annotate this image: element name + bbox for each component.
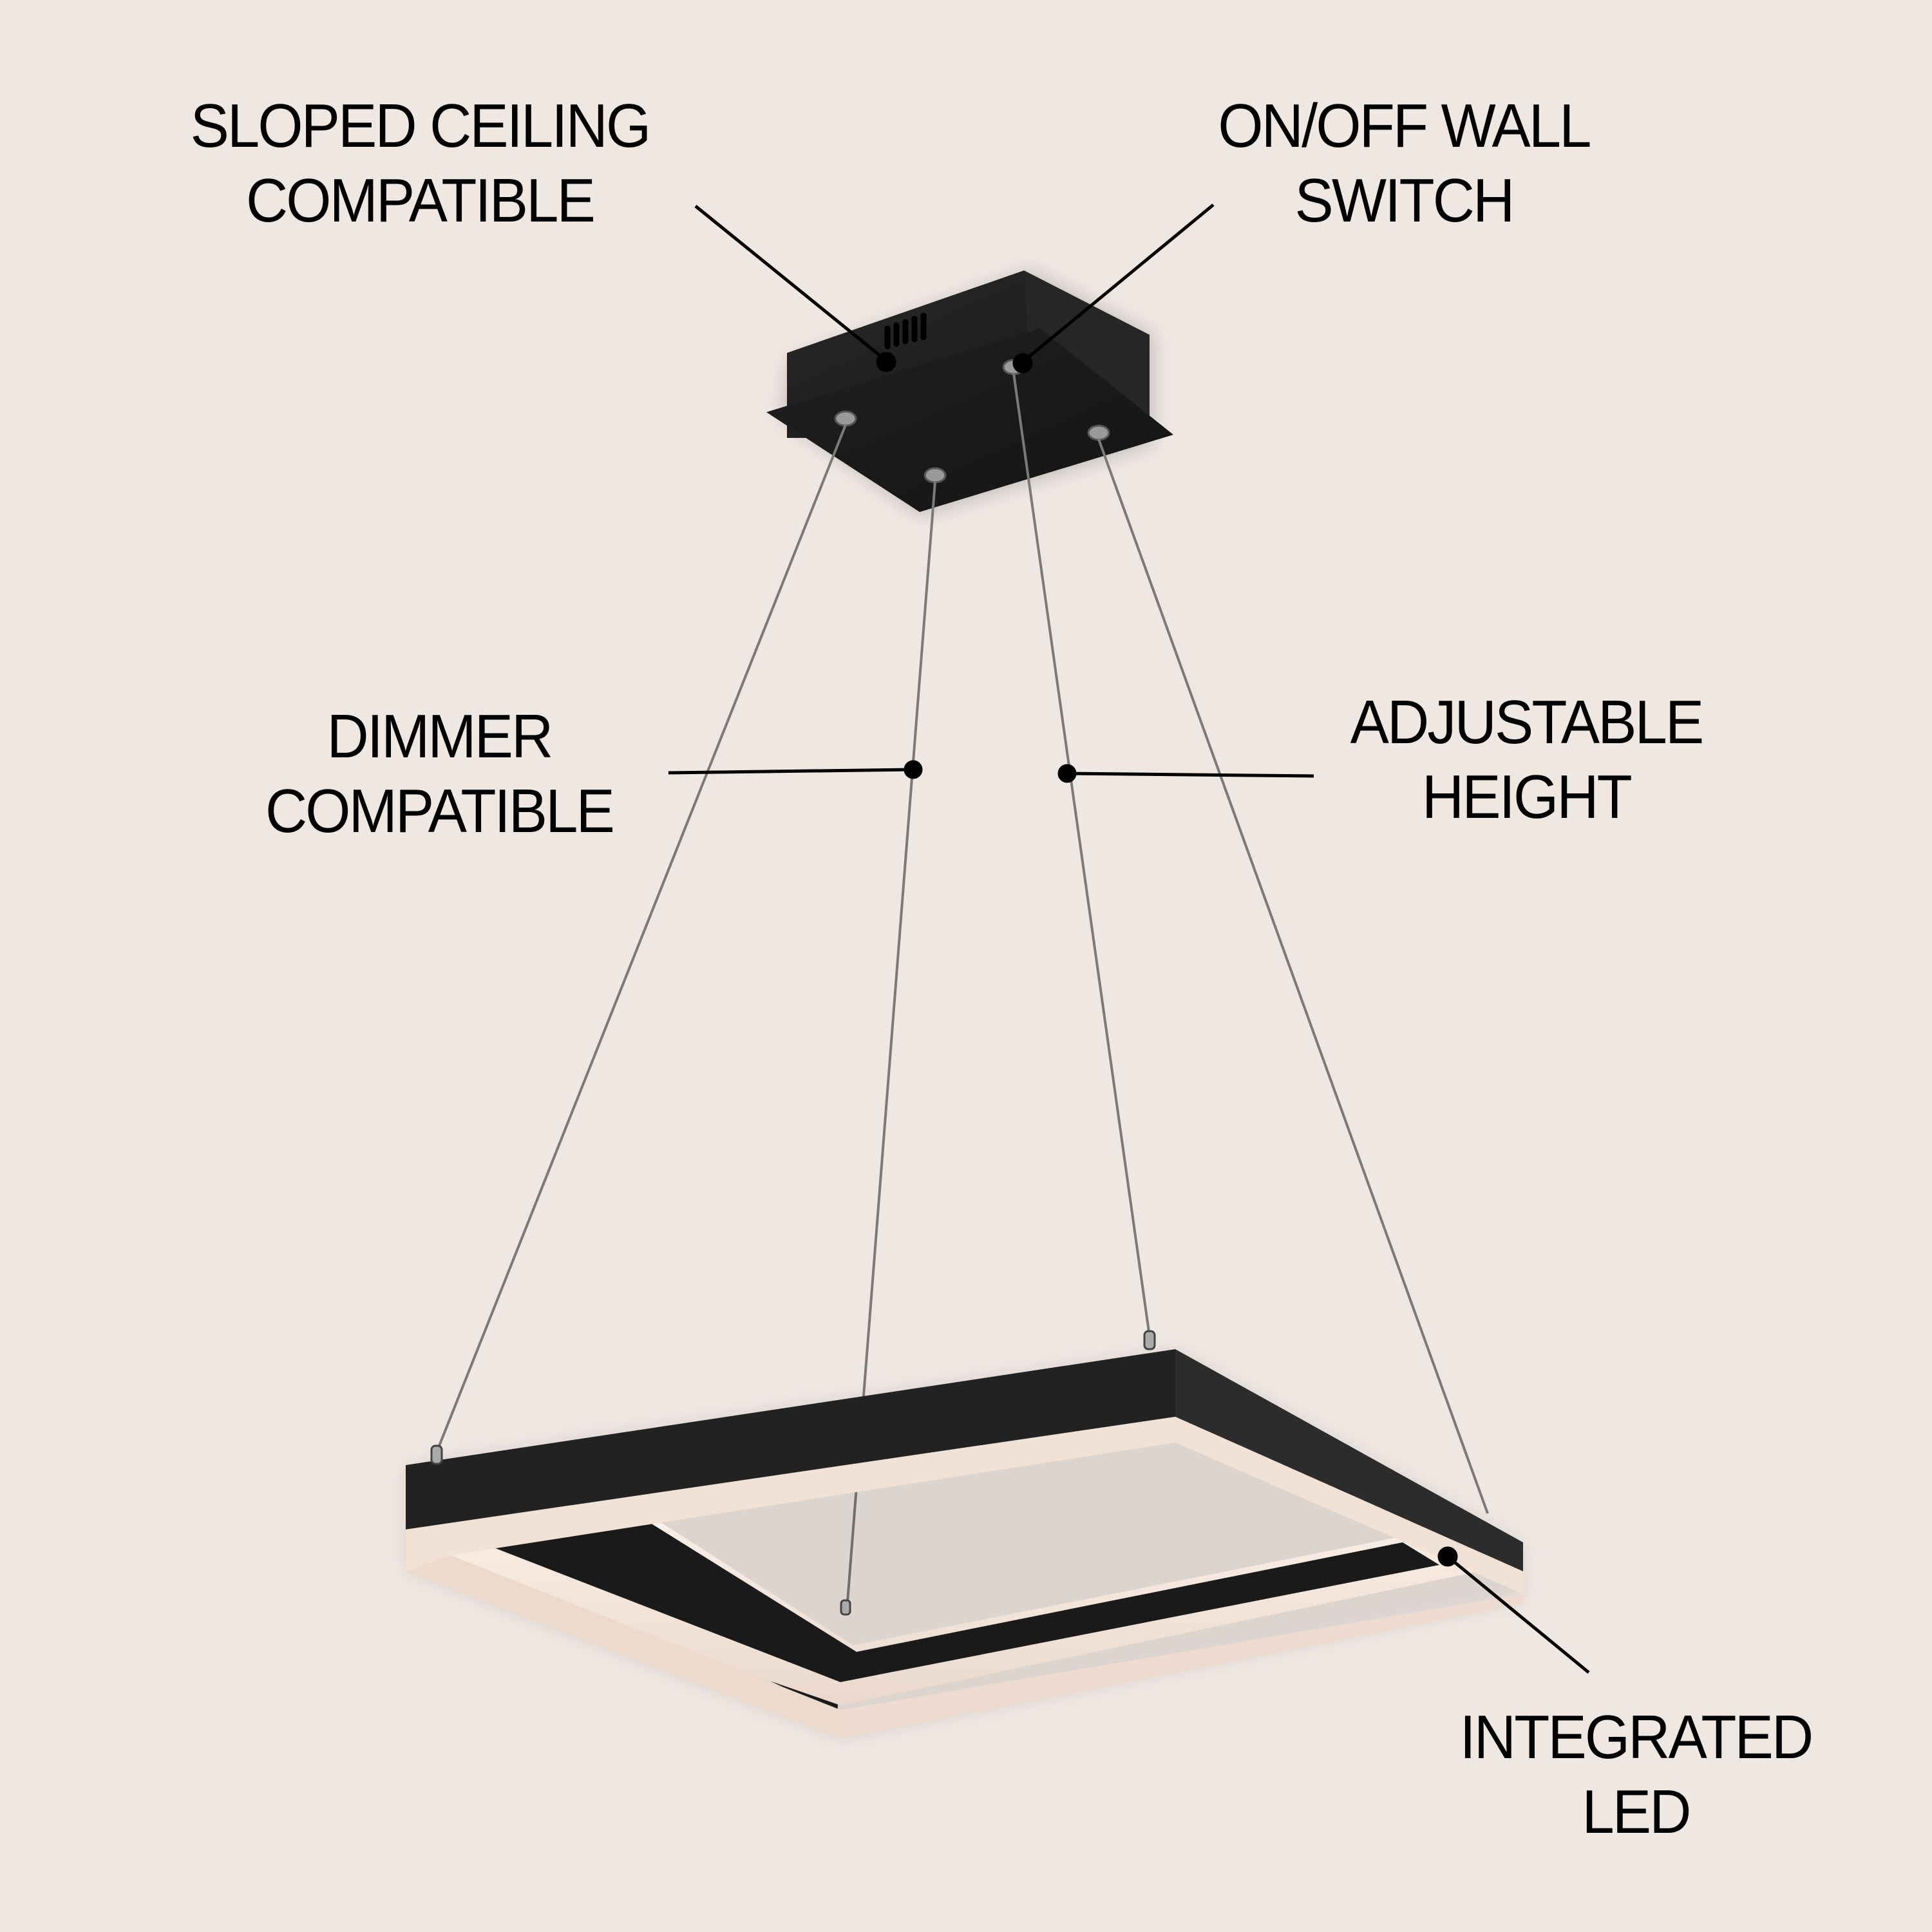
callout-dimmer-line1: DIMMER (327, 702, 553, 771)
callout-on-off-switch-line1: ON/OFF WALL (1218, 91, 1591, 160)
frame-hanger-clips (430, 1330, 1156, 1616)
callout-adjustable-height-line2: HEIGHT (1421, 762, 1633, 831)
callout-on-off-switch-line2: SWITCH (1294, 166, 1515, 235)
callout-adjustable-height: ADJUSTABLE HEIGHT (1339, 685, 1714, 835)
callout-sloped-ceiling-line2: COMPATIBLE (245, 166, 596, 235)
callout-dimmer: DIMMER COMPATIBLE (252, 699, 627, 849)
callout-integrated-led-line2: LED (1582, 1777, 1691, 1846)
callout-integrated-led-line1: INTEGRATED (1459, 1703, 1814, 1772)
callout-adjustable-height-line1: ADJUSTABLE (1350, 688, 1705, 757)
callout-on-off-switch: ON/OFF WALL SWITCH (1204, 89, 1604, 238)
callout-sloped-ceiling: SLOPED CEILING COMPATIBLE (184, 89, 656, 238)
square-led-frame (406, 1330, 1523, 1739)
callout-leaders (668, 204, 1590, 1674)
callout-sloped-ceiling-line1: SLOPED CEILING (190, 91, 652, 160)
callout-dimmer-line2: COMPATIBLE (265, 777, 615, 846)
vent-slots-icon (884, 312, 927, 350)
callout-integrated-led: INTEGRATED LED (1448, 1700, 1824, 1850)
